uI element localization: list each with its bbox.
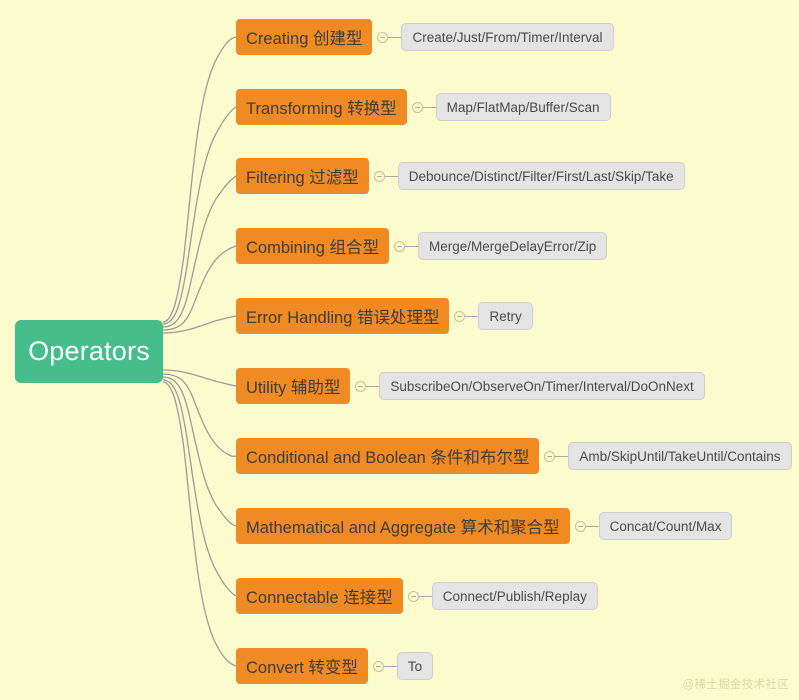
branch-node-creating[interactable]: Creating 创建型 [236, 19, 373, 55]
branch-row-2: Filtering 过滤型 Debounce/Distinct/Filter/F… [236, 158, 685, 194]
leaf-label: Connect/Publish/Replay [442, 588, 587, 604]
branch-row-8: Connectable 连接型 Connect/Publish/Replay [236, 578, 598, 614]
edge-to-branch-8 [162, 379, 237, 597]
leaf-label: Merge/MergeDelayError/Zip [428, 238, 597, 254]
collapse-toggle-icon[interactable] [393, 240, 405, 252]
leaf-node-filtering[interactable]: Debounce/Distinct/Filter/First/Last/Skip… [397, 162, 685, 190]
edge-stub [384, 175, 398, 177]
edge-to-branch-3 [162, 245, 237, 331]
connector-6 [539, 438, 569, 474]
edge-to-branch-6 [162, 373, 237, 458]
collapse-toggle-icon[interactable] [407, 590, 419, 602]
branch-node-mathematical-and-aggregate[interactable]: Mathematical and Aggregate 算术和聚合型 [236, 508, 570, 544]
edge-stub [418, 595, 432, 597]
leaf-node-utility[interactable]: SubscribeOn/ObserveOn/Timer/Interval/DoO… [379, 372, 705, 400]
edge-stub [404, 245, 418, 247]
branch-node-conditional-and-boolean[interactable]: Conditional and Boolean 条件和布尔型 [236, 438, 540, 474]
leaf-node-transforming[interactable]: Map/FlatMap/Buffer/Scan [435, 93, 611, 121]
branch-label: Utility 辅助型 [246, 379, 341, 397]
edge-to-branch-0 [162, 36, 237, 323]
collapse-toggle-icon[interactable] [544, 450, 556, 462]
edge-stub [585, 525, 599, 527]
edge-to-branch-1 [162, 106, 237, 325]
edge-stub [366, 385, 380, 387]
edge-to-branch-7 [162, 376, 237, 527]
branch-label: Combining 组合型 [246, 239, 379, 257]
leaf-node-mathematical-and-aggregate[interactable]: Concat/Count/Max [598, 512, 733, 540]
branch-label: Convert 转变型 [246, 659, 358, 677]
connector-7 [570, 508, 599, 544]
edge-stub [383, 665, 397, 667]
collapse-toggle-icon[interactable] [355, 380, 367, 392]
branch-node-transforming[interactable]: Transforming 转换型 [236, 89, 407, 125]
edge-stub [465, 315, 479, 317]
connector-5 [350, 368, 380, 404]
leaf-label: Concat/Count/Max [609, 518, 722, 534]
leaf-label: Create/Just/From/Timer/Interval [412, 29, 603, 45]
branch-node-utility[interactable]: Utility 辅助型 [236, 368, 351, 404]
connector-0 [372, 19, 402, 55]
collapse-toggle-icon[interactable] [372, 660, 384, 672]
collapse-toggle-icon[interactable] [373, 170, 385, 182]
branch-label: Filtering 过滤型 [246, 169, 359, 187]
leaf-label: Map/FlatMap/Buffer/Scan [446, 99, 600, 115]
collapse-toggle-icon[interactable] [377, 31, 389, 43]
leaf-label: Retry [489, 308, 522, 324]
leaf-node-convert[interactable]: To [396, 652, 434, 680]
branch-node-combining[interactable]: Combining 组合型 [236, 228, 389, 264]
edge-to-branch-9 [162, 381, 237, 667]
branch-label: Mathematical and Aggregate 算术和聚合型 [246, 519, 560, 537]
branch-row-0: Creating 创建型 Create/Just/From/Timer/Inte… [236, 19, 614, 55]
edge-stub [388, 36, 402, 38]
connector-9 [368, 648, 397, 684]
edge-stub [422, 106, 436, 108]
branch-row-1: Transforming 转换型 Map/FlatMap/Buffer/Scan [236, 89, 611, 125]
branch-node-error-handling[interactable]: Error Handling 错误处理型 [236, 298, 450, 334]
branch-label: Conditional and Boolean 条件和布尔型 [246, 449, 530, 467]
connector-2 [369, 158, 398, 194]
edge-to-branch-4 [162, 315, 237, 334]
connector-4 [449, 298, 479, 334]
leaf-node-creating[interactable]: Create/Just/From/Timer/Interval [401, 23, 614, 51]
branch-label: Transforming 转换型 [246, 100, 397, 118]
connector-1 [407, 89, 436, 125]
collapse-toggle-icon[interactable] [574, 520, 586, 532]
branch-row-5: Utility 辅助型 SubscribeOn/ObserveOn/Timer/… [236, 368, 705, 404]
edge-to-branch-5 [162, 369, 237, 387]
collapse-toggle-icon[interactable] [454, 310, 466, 322]
collapse-toggle-icon[interactable] [411, 101, 423, 113]
branch-node-convert[interactable]: Convert 转变型 [236, 648, 368, 684]
edge-stub [555, 455, 569, 457]
leaf-label: Amb/SkipUntil/TakeUntil/Contains [579, 448, 781, 464]
leaf-node-combining[interactable]: Merge/MergeDelayError/Zip [417, 232, 608, 260]
branch-node-connectable[interactable]: Connectable 连接型 [236, 578, 403, 614]
branch-row-4: Error Handling 错误处理型 Retry [236, 298, 533, 334]
branch-row-3: Combining 组合型 Merge/MergeDelayError/Zip [236, 228, 608, 264]
connector-8 [403, 578, 432, 614]
branch-label: Creating 创建型 [246, 30, 363, 48]
branch-node-filtering[interactable]: Filtering 过滤型 [236, 158, 369, 194]
root-node-label: Operators [28, 336, 150, 366]
edge-to-branch-2 [162, 175, 237, 328]
watermark: @稀土掘金技术社区 [682, 679, 789, 691]
branch-row-6: Conditional and Boolean 条件和布尔型 Amb/SkipU… [236, 438, 792, 474]
branch-label: Connectable 连接型 [246, 589, 393, 607]
leaf-node-conditional-and-boolean[interactable]: Amb/SkipUntil/TakeUntil/Contains [568, 442, 792, 470]
root-node-operators[interactable]: Operators [15, 320, 163, 383]
leaf-node-connectable[interactable]: Connect/Publish/Replay [431, 582, 598, 610]
connector-3 [389, 228, 418, 264]
leaf-node-error-handling[interactable]: Retry [478, 302, 533, 330]
branch-row-7: Mathematical and Aggregate 算术和聚合型 Concat… [236, 508, 733, 544]
branch-row-9: Convert 转变型 To [236, 648, 434, 684]
branch-label: Error Handling 错误处理型 [246, 309, 440, 327]
leaf-label: To [407, 658, 423, 674]
leaf-label: Debounce/Distinct/Filter/First/Last/Skip… [408, 168, 674, 184]
leaf-label: SubscribeOn/ObserveOn/Timer/Interval/DoO… [390, 378, 694, 394]
